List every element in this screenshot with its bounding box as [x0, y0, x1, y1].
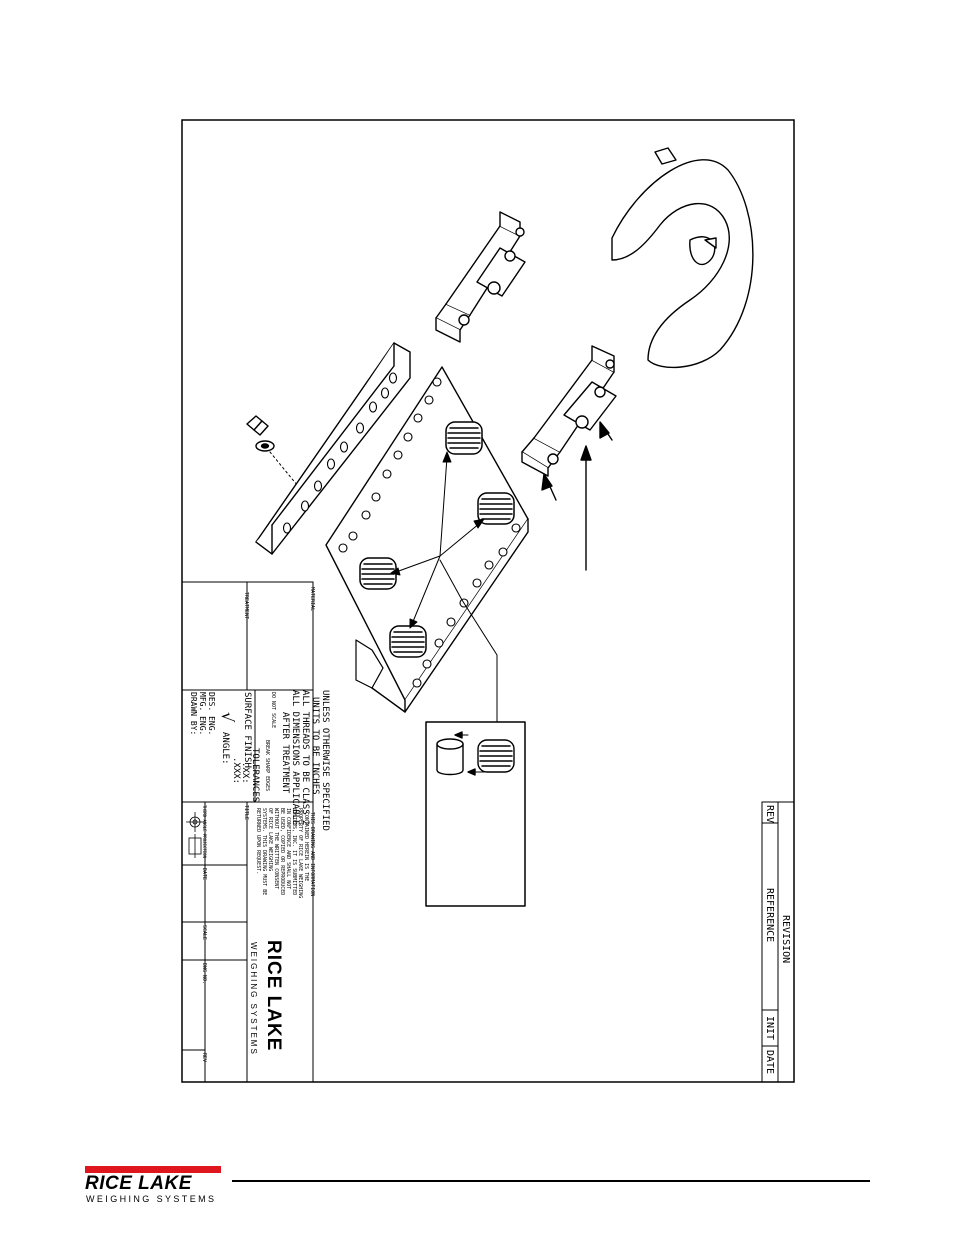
- tol-angle: ANGLE:: [220, 732, 230, 765]
- proprietary-2: CONTAINED HEREIN IS THE: [303, 812, 309, 881]
- footer-logo: RICE LAKE WEIGHING SYSTEMS: [85, 1166, 225, 1206]
- logo-red-bar: [85, 1166, 221, 1173]
- revision-text: REVISION REV REFERENCE INIT DATE: [764, 805, 791, 1074]
- bracket-arrows: [541, 421, 613, 571]
- drawn-by: DRAWN BY:: [189, 692, 198, 735]
- break-edges: BREAK SHARP EDGES: [264, 740, 270, 791]
- spring-2: [477, 492, 515, 525]
- revision-date: DATE: [764, 1050, 775, 1074]
- projection-symbol: [186, 812, 204, 858]
- dwg-no-label: DWG NO.: [201, 963, 207, 984]
- scale-label: SCALE: [201, 925, 207, 940]
- finish-check: √: [218, 712, 237, 723]
- date-label: DATE: [201, 868, 207, 880]
- tol-xxx: .XXX:: [231, 757, 241, 784]
- upper-bracket: [435, 211, 526, 343]
- angle-bar: [255, 342, 411, 555]
- proprietary-3: PROPERTY OF RICE LAKE WEIGHING: [297, 808, 303, 898]
- lower-bracket: [521, 345, 617, 477]
- treatment-label: TREATMENT: [243, 592, 249, 619]
- exploded-view: [246, 147, 754, 907]
- company-sub-tb: WEIGHING SYSTEMS: [249, 942, 258, 1056]
- tol-xx: .XX:: [240, 762, 250, 784]
- note-line-3: ALL THREADS TO BE CLASS 2: [300, 690, 310, 825]
- tolerances-label: TOLERANCES: [250, 748, 260, 802]
- proprietary-6: BE USED, COPIED OR REPRODUCED: [279, 808, 285, 895]
- bolt: [246, 415, 303, 492]
- mfg-eng: MFG. ENG.: [198, 692, 207, 735]
- surface-finish: SURFACE FINISH: [242, 692, 252, 768]
- proprietary-7: WITHOUT THE WRITTEN CONSENT: [273, 808, 279, 889]
- proprietary-9: SYSTEMS. THIS DRAWING MUST BE: [261, 808, 267, 895]
- spring-arrows: [390, 451, 485, 629]
- revision-init: INIT: [764, 1016, 775, 1040]
- hook: [611, 147, 754, 369]
- spring-3: [359, 557, 397, 590]
- revision-reference: REFERENCE: [764, 888, 775, 942]
- proprietary-1: THIS DRAWING AND INFORMATION: [309, 812, 315, 896]
- title-block-text: UNLESS OTHERWISE SPECIFIED UNITS TO BE I…: [189, 587, 330, 1062]
- des-eng: DES. ENG.: [207, 692, 216, 735]
- revision-rev: REV: [764, 805, 775, 823]
- note-line-4: ALL DIMENSIONS APPLICABLE: [290, 690, 300, 825]
- do-not-scale: DO NOT SCALE: [270, 692, 276, 728]
- spring-1: [445, 421, 483, 455]
- company-name-tb: RICE LAKE: [263, 940, 284, 1051]
- title-label: TITLE: [243, 805, 249, 820]
- rev-label-tb: REV: [201, 1053, 207, 1062]
- title-block: [181, 581, 314, 1083]
- note-line-5: AFTER TREATMENT: [280, 712, 290, 794]
- spring-4: [389, 625, 427, 658]
- proprietary-8: OF RICE LAKE WEIGHING: [267, 808, 273, 871]
- detail-inset: [425, 721, 526, 907]
- proprietary-4: SYSTEMS, INC. IT IS SUBMITTED: [291, 808, 297, 895]
- note-line-2: UNITS TO BE INCHES: [310, 697, 320, 795]
- proprietary-5: IN CONFIDENCE AND SHALL NOT: [285, 808, 291, 889]
- material-label: MATERIAL: [309, 587, 315, 611]
- springs: [359, 421, 515, 658]
- logo-name: RICE LAKE: [85, 1173, 192, 1194]
- revision-title: REVISION: [780, 915, 791, 963]
- note-line-1: UNLESS OTHERWISE SPECIFIED: [320, 690, 330, 831]
- proprietary-10: RETURNED UPON REQUEST.: [255, 808, 261, 874]
- logo-subtitle: WEIGHING SYSTEMS: [86, 1194, 217, 1204]
- third-angle-label: THIRD ANGLE PROJECTION: [202, 805, 207, 859]
- footer-rule: [232, 1180, 870, 1182]
- revision-block: [761, 801, 795, 1083]
